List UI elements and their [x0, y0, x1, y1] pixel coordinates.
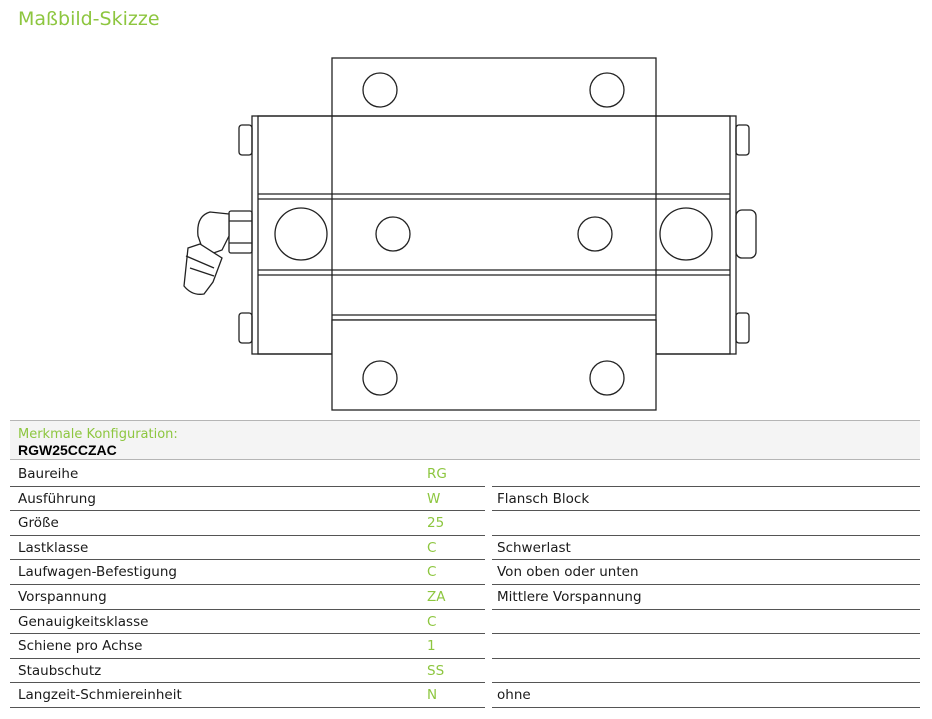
feature-name: Vorspannung [18, 588, 107, 605]
table-row: Baureihe RG [10, 462, 920, 487]
feature-description: Mittlere Vorspannung [497, 588, 642, 605]
row-divider [492, 706, 920, 708]
row-divider [492, 534, 920, 536]
feature-code: SS [427, 662, 445, 679]
feature-code: 1 [427, 638, 436, 655]
feature-code: C [427, 613, 437, 630]
table-row: Laufwagen-Befestigung C Von oben oder un… [10, 560, 920, 585]
feature-code: ZA [427, 588, 446, 605]
feature-code: RG [427, 466, 447, 482]
feature-description: ohne [497, 687, 531, 704]
feature-code: C [427, 564, 437, 581]
table-row: Staubschutz SS [10, 659, 920, 684]
table-row: Lastklasse C Schwerlast [10, 536, 920, 561]
feature-description: Flansch Block [497, 490, 590, 507]
feature-code: W [427, 490, 441, 507]
row-divider [492, 633, 920, 635]
row-divider [492, 608, 920, 610]
row-divider [492, 682, 920, 684]
page-title: Maßbild-Skizze [18, 8, 160, 30]
config-header: Merkmale Konfiguration: RGW25CCZAC [10, 420, 920, 460]
row-divider [492, 559, 920, 561]
row-divider [10, 485, 485, 487]
table-row: Genauigkeitsklasse C [10, 610, 920, 635]
row-divider [10, 534, 485, 536]
row-divider [10, 657, 485, 659]
row-divider [10, 682, 485, 684]
feature-name: Langzeit-Schmiereinheit [18, 687, 182, 704]
row-divider [10, 608, 485, 610]
table-row: Langzeit-Schmiereinheit N ohne [10, 683, 920, 708]
feature-description: Von oben oder unten [497, 564, 639, 581]
row-divider [10, 583, 485, 585]
row-divider [492, 510, 920, 512]
feature-table: Baureihe RG Ausführung W Flansch Block G… [10, 462, 920, 708]
feature-name: Genauigkeitsklasse [18, 613, 149, 630]
row-divider [492, 657, 920, 659]
feature-name: Laufwagen-Befestigung [18, 564, 177, 581]
row-divider [492, 583, 920, 585]
table-row: Schiene pro Achse 1 [10, 634, 920, 659]
config-code: RGW25CCZAC [18, 442, 117, 458]
table-row: Größe 25 [10, 511, 920, 536]
feature-name: Baureihe [18, 466, 79, 482]
feature-name: Größe [18, 515, 59, 532]
feature-name: Lastklasse [18, 539, 89, 556]
row-divider [10, 706, 485, 708]
table-row: Ausführung W Flansch Block [10, 487, 920, 512]
config-label: Merkmale Konfiguration: [18, 427, 178, 442]
feature-code: N [427, 687, 438, 704]
row-divider [10, 510, 485, 512]
feature-code: 25 [427, 515, 445, 532]
row-divider [10, 559, 485, 561]
feature-name: Staubschutz [18, 662, 102, 679]
feature-code: C [427, 539, 437, 556]
table-row: Vorspannung ZA Mittlere Vorspannung [10, 585, 920, 610]
feature-name: Ausführung [18, 490, 96, 507]
feature-description: Schwerlast [497, 539, 571, 556]
feature-name: Schiene pro Achse [18, 638, 143, 655]
row-divider [492, 485, 920, 487]
dimension-sketch-drawing [183, 57, 757, 411]
row-divider [10, 633, 485, 635]
